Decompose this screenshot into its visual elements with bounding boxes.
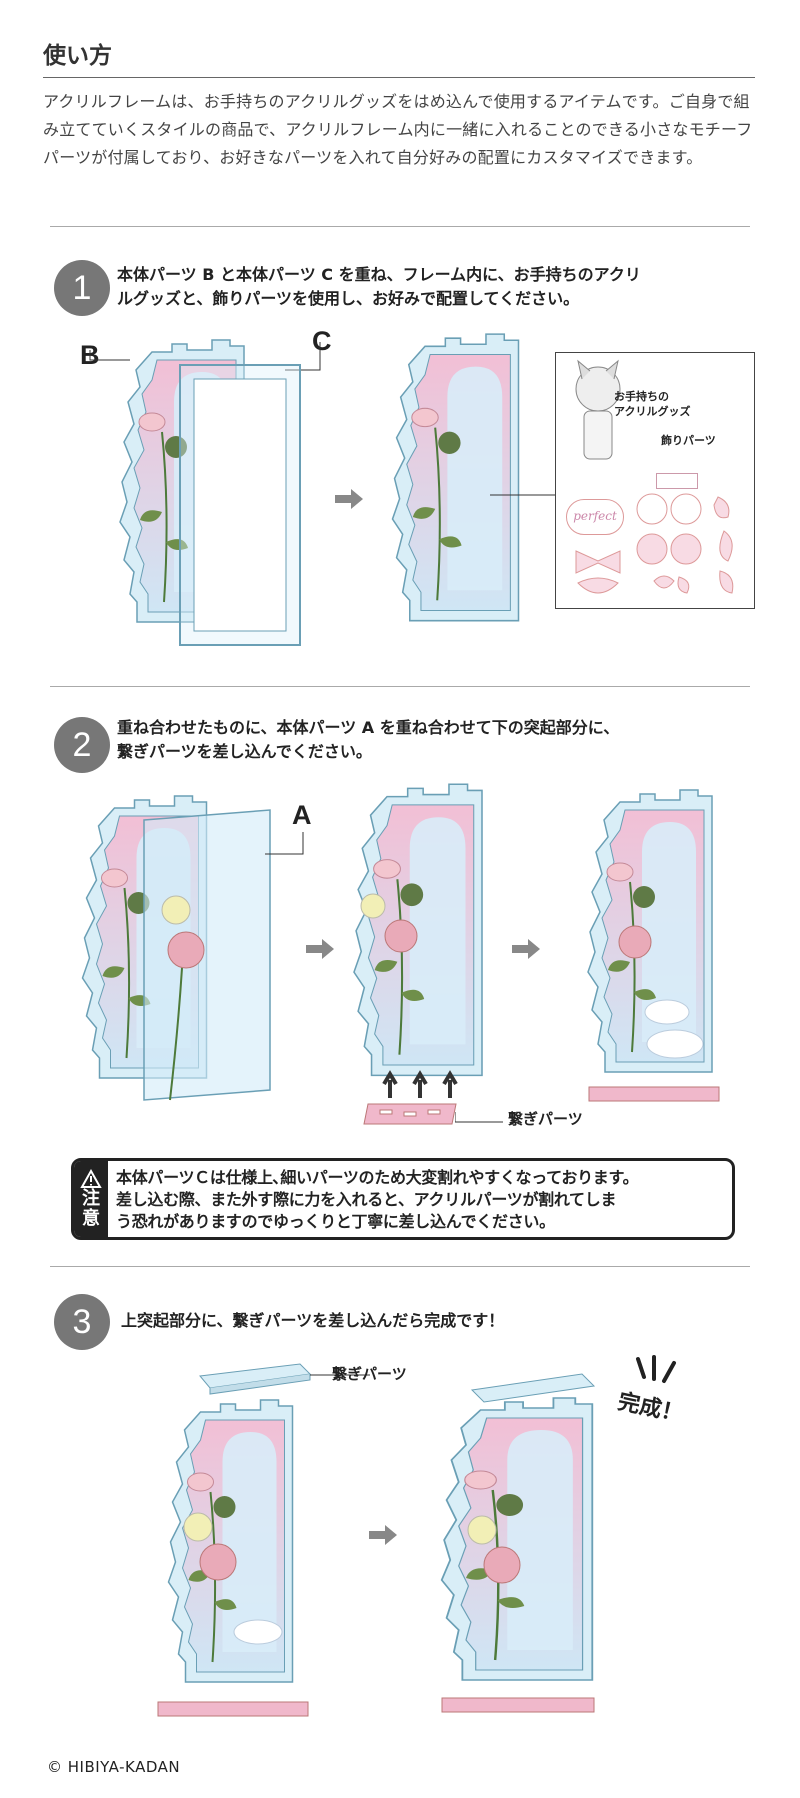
step-3-before-illustration — [157, 1398, 309, 1717]
leader-line — [455, 1112, 503, 1123]
step-2-number: 2 — [54, 717, 110, 773]
arrow-right-icon — [369, 1525, 397, 1545]
insert-up-arrows-icon — [382, 1070, 458, 1098]
part-a-illustration — [143, 809, 271, 1101]
step-3-completed-illustration — [432, 1373, 596, 1713]
step-1-line-1: 本体パーツ B と本体パーツ C を重ね、フレーム内に、お手持ちのアクリ — [117, 265, 641, 284]
section-divider — [50, 686, 750, 687]
leader-line — [310, 1374, 370, 1376]
connector-label: 繋ぎパーツ — [332, 1365, 407, 1383]
acrylic-goods-character-illustration — [575, 359, 621, 460]
intro-paragraph: アクリルフレームは、お手持ちのアクリルグッズをはめ込んで使用するアイテムです。ご… — [43, 92, 753, 167]
deco-parts-label: 飾りパーツ — [661, 434, 716, 447]
own-goods-label-line-1: お手持ちの — [614, 390, 669, 403]
completed-label: 完成！ — [615, 1389, 686, 1428]
connector-part-illustration — [363, 1103, 457, 1125]
part-c-illustration — [179, 364, 301, 646]
warning-icon — [80, 1169, 102, 1188]
step-2-combined-illustration — [343, 776, 493, 1096]
step-1-line-2: ルグッズと、飾りパーツを使用し、お好みで配置してください。 — [117, 289, 580, 308]
deco-ribbon-illustration — [575, 550, 621, 594]
step-1-number: 1 — [54, 260, 110, 316]
step-2-line-2: 繋ぎパーツを差し込んでください。 — [117, 742, 372, 761]
arrow-right-icon — [335, 489, 363, 509]
emphasis-lines-icon — [636, 1355, 676, 1383]
caution-label-1: 注 — [82, 1188, 100, 1209]
step-3-number: 3 — [54, 1294, 110, 1350]
connector-label: 繋ぎパーツ — [508, 1110, 583, 1128]
deco-script-part: perfect — [566, 499, 624, 535]
step-3-line-1: 上突起部分に、繋ぎパーツを差し込んだら完成です！ — [121, 1311, 505, 1330]
top-connector-part-illustration — [199, 1363, 312, 1395]
page-title: 使い方 — [43, 43, 112, 69]
parts-box: お手持ちのアクリルグッズ 飾りパーツ perfect — [555, 352, 755, 609]
caution-text: 本体パーツＣは仕様上､細いパーツのため大変割れやすくなっております。 差し込む際… — [108, 1161, 646, 1237]
arrow-right-icon — [306, 939, 334, 959]
leader-line — [490, 494, 560, 496]
deco-parts-illustration — [636, 493, 734, 594]
step-2-instructions: 重ね合わせたものに、本体パーツ A を重ね合わせて下の突起部分に、 繋ぎパーツを… — [117, 716, 619, 764]
step-2-line-1: 重ね合わせたものに、本体パーツ A を重ね合わせて下の突起部分に、 — [117, 718, 620, 737]
caution-line-1: 本体パーツＣは仕様上､細いパーツのため大変割れやすくなっております。 — [116, 1168, 639, 1187]
arrow-right-icon — [512, 939, 540, 959]
step-1-assembled-illustration — [383, 326, 528, 641]
copyright: © HIBIYA-KADAN — [47, 1758, 181, 1776]
step-2-result-illustration — [586, 788, 720, 1102]
leader-line — [265, 832, 304, 855]
section-divider — [50, 226, 750, 227]
part-a-label: A — [292, 800, 312, 830]
caution-line-3: う恐れがありますのでゆっくりと丁寧に差し込んでください。 — [116, 1212, 555, 1231]
label-leader-lines — [89, 342, 321, 371]
caution-line-2: 差し込む際、また外す際に力を入れると、アクリルパーツが割れてしま — [116, 1190, 617, 1209]
own-goods-label-line-2: アクリルグッズ — [614, 405, 691, 418]
caution-label-2: 意 — [82, 1208, 100, 1229]
section-divider — [50, 1266, 750, 1267]
caution-label: 注 意 — [74, 1161, 108, 1237]
own-goods-label: お手持ちのアクリルグッズ — [614, 389, 690, 419]
part-c-label: C — [312, 326, 332, 356]
caution-box: 注 意 本体パーツＣは仕様上､細いパーツのため大変割れやすくなっております。 差… — [71, 1158, 735, 1240]
step-1-instructions: 本体パーツ B と本体パーツ C を重ね、フレーム内に、お手持ちのアクリ ルグッ… — [117, 263, 641, 311]
title-divider — [43, 77, 755, 78]
